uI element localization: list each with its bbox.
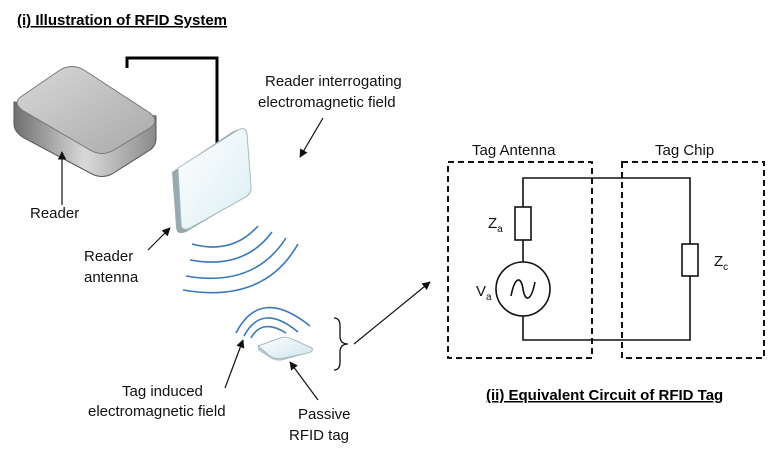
reader-field-label-line1: Reader interrogating [265,73,402,90]
tag-field-label-line1: Tag induced [122,383,203,400]
tag-field-label-line2: electromagnetic field [88,403,226,420]
tag-chip-label: Tag Chip [655,142,714,159]
tag-field-pointer-arrow [224,339,245,389]
va-label: Va [476,283,492,303]
za-impedance [514,206,532,241]
reader-antenna-label-line2: antenna [84,269,139,286]
tag-chip-box [621,161,765,359]
reader-device [13,66,157,177]
reader-field-waves [182,225,299,294]
reader-antenna-label-line1: Reader [84,248,133,265]
circuit-title: (ii) Equivalent Circuit of RFID Tag [486,387,723,404]
za-label: Za [488,215,503,235]
zc-label: Zc [714,253,728,273]
passive-tag-label-line1: Passive [298,406,351,423]
tag-pointer-arrow [289,361,319,401]
reader-field-label-line2: electromagnetic field [258,94,396,111]
passive-rfid-tag [257,336,313,361]
illustration-title: (i) Illustration of RFID System [17,12,227,29]
tag-field-waves [235,306,311,339]
reader-field-pointer-arrow [299,117,324,158]
zc-impedance [681,243,699,277]
reader-antenna [172,128,252,234]
reader-label: Reader [30,205,79,222]
sine-wave-icon [510,279,536,299]
bottom-wire [522,276,691,341]
tag-antenna-label: Tag Antenna [472,142,556,159]
circuit-pointer-arrow [353,281,431,345]
equivalent-circuit: Tag Antenna Tag Chip Za Va Zc [447,142,765,359]
tag-antenna-box [447,161,593,359]
passive-tag-label-line2: RFID tag [289,427,349,444]
reader-antenna-pointer-arrow [147,227,171,251]
tag-brace [333,317,349,371]
top-wire [522,177,691,244]
reader-cable [125,56,219,148]
